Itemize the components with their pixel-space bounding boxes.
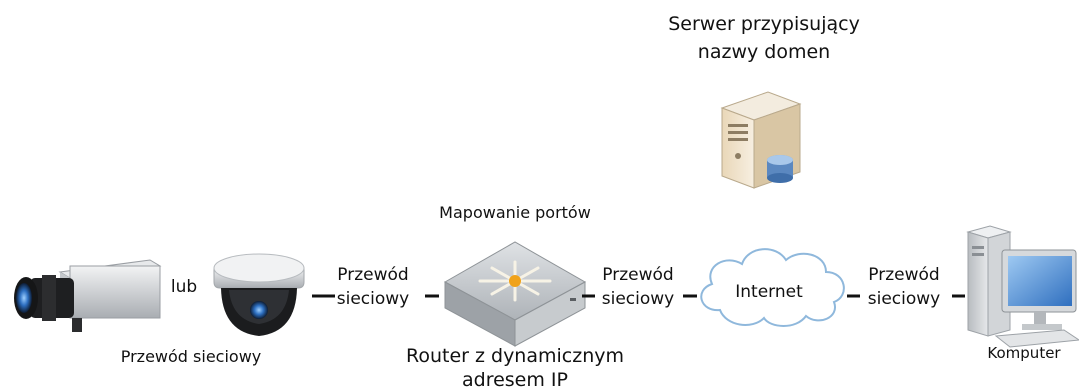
router-label-line2: adresem IP: [462, 369, 568, 391]
computer-icon: [966, 225, 1079, 348]
cloud-icon: [700, 248, 845, 327]
cable-left-label-line1: Przewód: [337, 265, 408, 285]
cable-left-label-line2: sieciowy: [337, 289, 409, 309]
internet-label: Internet: [735, 282, 803, 302]
camera-caption: Przewód sieciowy: [121, 347, 262, 366]
cable-mid-label-line2: sieciowy: [602, 289, 674, 309]
or-label: lub: [171, 277, 197, 297]
server-label-line1: Serwer przypisujący: [668, 13, 860, 35]
cable-right-label-line1: Przewód: [868, 265, 939, 285]
port-mapping-label: Mapowanie portów: [439, 203, 591, 222]
box-camera-icon: [14, 259, 162, 332]
dome-camera-icon: [213, 253, 305, 336]
computer-label: Komputer: [987, 344, 1061, 362]
cable-right-label-line2: sieciowy: [868, 289, 940, 309]
server-icon: [720, 91, 802, 189]
server-label-line2: nazwy domen: [698, 41, 830, 63]
router-label-line1: Router z dynamicznym: [406, 345, 624, 367]
cable-mid-label-line1: Przewód: [602, 265, 673, 285]
router-icon: [443, 241, 587, 347]
